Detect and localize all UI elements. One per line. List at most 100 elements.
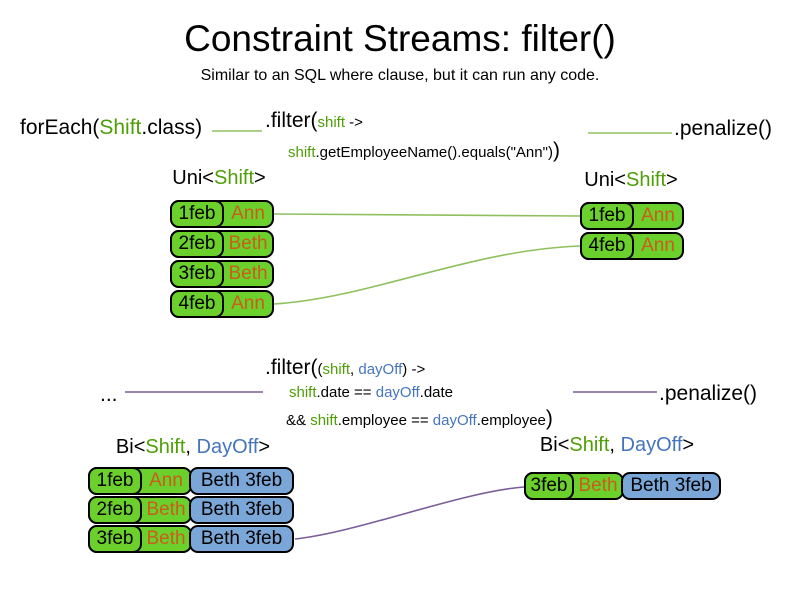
shift-employee-cell: Beth (228, 233, 268, 254)
bi-left-pre: Bi< (115, 436, 146, 458)
shift-date-cell: 4feb (170, 290, 224, 318)
code-filter-bottom-line3: && shift.employee == dayOff.employee) (286, 407, 553, 430)
shift-date-cell: 3feb (170, 260, 224, 288)
shift-employee-cell: Beth (146, 499, 186, 520)
code-filter-arrow: -> (345, 114, 363, 131)
uni-right-post: > (666, 169, 678, 191)
shift-row: 1feb Ann (170, 200, 274, 228)
code-l2-var1: shift (289, 384, 317, 401)
bi-left-type1: Shift (145, 436, 186, 458)
shift-employee-cell: Ann (149, 470, 183, 491)
uni-left-post: > (254, 167, 266, 189)
bi-right-type2: DayOff (620, 434, 683, 456)
shift-date-cell: 3feb (88, 525, 142, 553)
bi-left-comma: , (185, 436, 197, 458)
uni-left-header: Uni<Shift> (172, 167, 265, 190)
dayoff-part: Beth 3feb (189, 496, 294, 524)
code-filter2-paren: ( (317, 361, 323, 378)
code-filter2-param1: shift (322, 361, 351, 378)
uni-right-type: Shift (625, 169, 667, 191)
shift-date-cell: 2feb (170, 230, 224, 258)
code-filter2-arrow: ) -> (402, 361, 426, 378)
code-foreach-post: .class) (141, 116, 203, 139)
shift-employee-cell: Ann (641, 205, 675, 226)
uni-left-type: Shift (213, 167, 255, 189)
shift-date-cell: 1feb (88, 467, 142, 495)
code-l2-mid: .date == (316, 384, 376, 401)
bi-right-type1: Shift (569, 434, 610, 456)
shift-employee-cell: Ann (231, 293, 265, 314)
code-filter-bottom-head: .filter((shift, dayOff) -> (265, 356, 425, 379)
code-filter-body-rest: .getEmployeeName().equals("Ann") (315, 144, 553, 161)
code-filter-top-body: shift.getEmployeeName().equals("Ann")) (288, 139, 560, 162)
code-filter2-param2: dayOff (358, 361, 403, 378)
code-filter-param: shift (317, 114, 346, 131)
shift-row: 4feb Ann (170, 290, 274, 318)
code-filter-body-var: shift (288, 144, 316, 161)
code-filter-bottom-line2: shift.date == dayOff.date (289, 384, 454, 402)
code-foreach-type: Shift (99, 116, 142, 139)
uni-right-pre: Uni< (584, 169, 626, 191)
bi-left-type2: DayOff (196, 436, 259, 458)
code-filter-top-head: .filter(shift -> (265, 109, 363, 132)
page-subtitle: Similar to an SQL where clause, but it c… (200, 67, 600, 84)
code-filter2-comma: , (350, 361, 359, 378)
bi-left-post: > (258, 436, 271, 458)
code-foreach: forEach(Shift.class) (20, 116, 202, 139)
connector-3feb-beth-pair (294, 486, 525, 540)
shift-employee-cell: Beth (228, 263, 268, 284)
shift-employee-cell: Ann (231, 203, 265, 224)
code-l2-post: .date (419, 384, 454, 401)
uni-right-header: Uni<Shift> (584, 169, 677, 192)
shift-date-cell: 2feb (88, 496, 142, 524)
connector-4feb-ann (273, 245, 581, 305)
shift-row: 1feb Ann (580, 202, 684, 230)
page-title: Constraint Streams: filter() (184, 18, 616, 59)
shift-date-cell: 4feb (580, 232, 634, 260)
uni-left-pre: Uni< (172, 167, 214, 189)
shift-employee-cell: Ann (641, 235, 675, 256)
shift-row: 4feb Ann (580, 232, 684, 260)
code-l2-var2: dayOff (375, 384, 420, 401)
code-ellipsis: ... (100, 383, 118, 406)
code-penalize-bottom: .penalize() (659, 382, 758, 405)
code-filter-close-paren: ) (552, 139, 560, 162)
bi-right-header: Bi<Shift, DayOff> (540, 434, 694, 457)
shift-employee-cell: Beth (578, 475, 618, 496)
shift-date-cell: 3feb (524, 472, 574, 500)
bi-right-post: > (682, 434, 695, 456)
code-l3-var2: dayOff (432, 412, 477, 429)
code-filter2-close-paren: ) (545, 407, 553, 430)
code-l3-post: .employee (476, 412, 546, 429)
code-filter2-keyword: .filter( (265, 356, 318, 379)
code-l3-pre: && (286, 412, 311, 429)
dayoff-part: Beth 3feb (621, 472, 721, 500)
code-foreach-pre: forEach( (20, 116, 100, 139)
code-l3-mid: .employee == (337, 412, 433, 429)
bi-left-header: Bi<Shift, DayOff> (116, 436, 270, 459)
shift-employee-cell: Beth (146, 528, 186, 549)
dayoff-part: Beth 3feb (189, 525, 294, 553)
bi-right-pre: Bi< (539, 434, 570, 456)
shift-date-cell: 1feb (580, 202, 634, 230)
code-filter-keyword: .filter( (265, 109, 318, 132)
shift-part: 1feb Ann (88, 467, 192, 495)
code-l3-var1: shift (310, 412, 338, 429)
connector-1feb-ann (273, 213, 581, 217)
shift-date-cell: 1feb (170, 200, 224, 228)
code-penalize-top: .penalize() (674, 117, 773, 140)
